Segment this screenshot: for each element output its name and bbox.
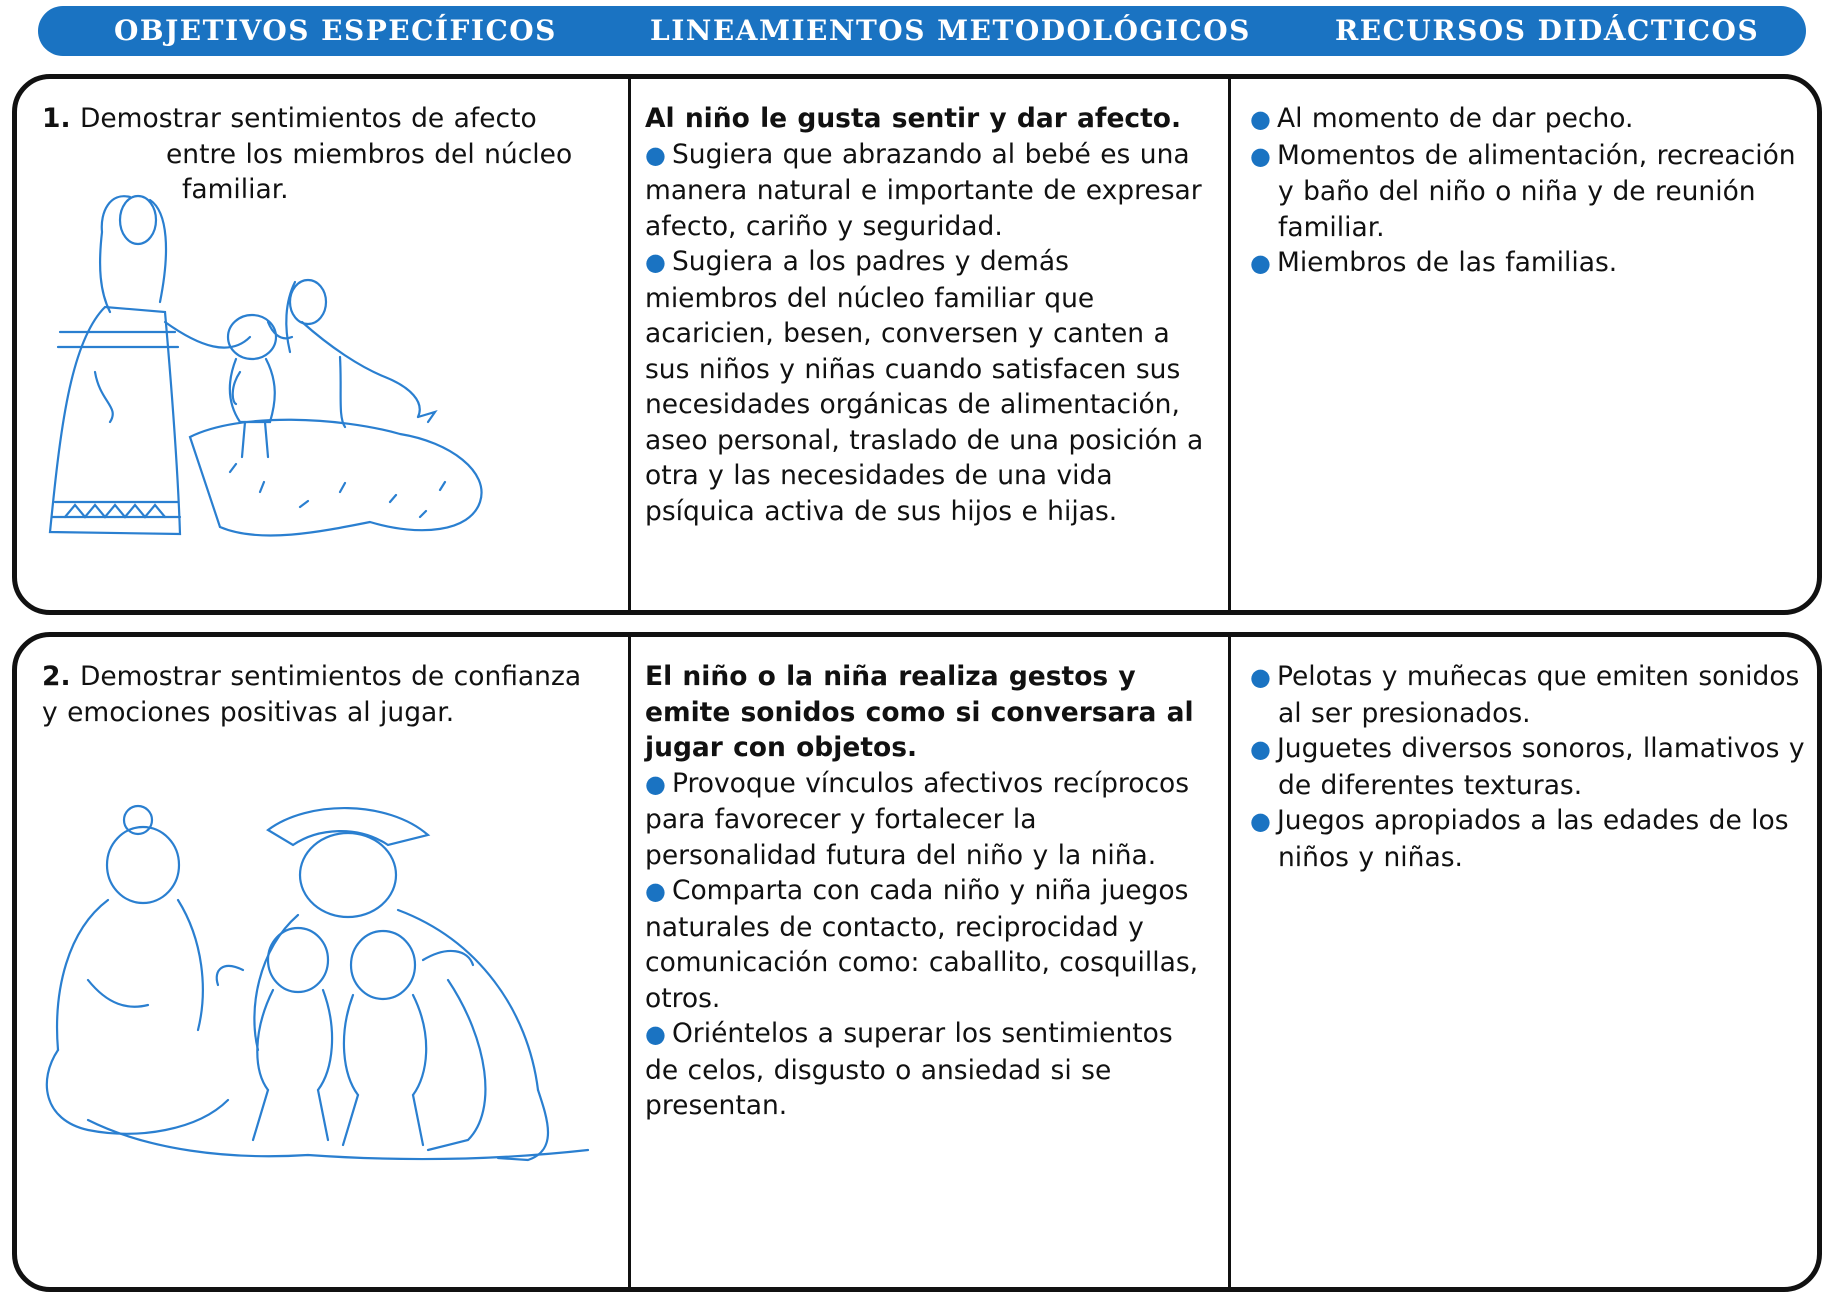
methodology-2: El niño o la niña realiza gestos y emite… xyxy=(645,659,1205,1124)
methodology-bullet: Oriéntelos a superar los sentimientos de… xyxy=(645,1018,1173,1121)
header-recursos: RECURSOS DIDÁCTICOS xyxy=(1335,14,1760,47)
objective-text: entre los miembros del núcleo xyxy=(166,138,573,170)
objective-2: 2. Demostrar sentimientos de confianza y… xyxy=(42,659,602,730)
column-divider xyxy=(628,79,631,610)
bullet-dot-icon: ● xyxy=(645,769,666,798)
bullet-dot-icon: ● xyxy=(645,877,666,905)
header-objetivos: OBJETIVOS ESPECÍFICOS xyxy=(114,14,557,47)
bullet-dot-icon: ● xyxy=(1250,735,1271,763)
methodology-title: Al niño le gusta sentir y dar afecto. xyxy=(645,103,1182,134)
family-affection-illustration xyxy=(40,172,500,572)
objective-text: Demostrar sentimientos de confianza y em… xyxy=(42,661,582,728)
objective-number: 1. xyxy=(42,103,71,134)
bullet-dot-icon: ● xyxy=(1250,663,1271,691)
bullet-dot-icon: ● xyxy=(1250,105,1271,133)
methodology-title: El niño o la niña realiza gestos y emite… xyxy=(645,661,1194,763)
resource-item: Al momento de dar pecho. xyxy=(1276,103,1634,134)
resource-item: Pelotas y muñecas que emiten sonidos al … xyxy=(1276,661,1800,729)
bullet-dot-icon: ● xyxy=(645,140,666,169)
resources-1: ●Al momento de dar pecho. ●Momentos de a… xyxy=(1250,101,1805,282)
resource-item: Miembros de las familias. xyxy=(1276,247,1618,278)
family-playing-illustration xyxy=(28,790,618,1180)
objective-number: 2. xyxy=(42,661,71,692)
column-divider xyxy=(628,637,631,1287)
methodology-bullet: Provoque vínculos afectivos recíprocos p… xyxy=(645,767,1190,871)
resource-item: Momentos de alimentación, recreación y b… xyxy=(1276,139,1796,243)
bullet-dot-icon: ● xyxy=(645,1020,666,1048)
methodology-bullet: Comparta con cada niño y niña juegos nat… xyxy=(645,875,1199,1014)
methodology-bullet: Sugiera que abrazando al bebé es una man… xyxy=(645,138,1202,242)
bullet-dot-icon: ● xyxy=(1250,249,1271,277)
bullet-dot-icon: ● xyxy=(1250,807,1271,835)
header-lineamientos: LINEAMIENTOS METODOLÓGICOS xyxy=(650,14,1251,47)
methodology-bullet: Sugiera a los padres y demás miembros de… xyxy=(645,246,1204,527)
column-header-bar: OBJETIVOS ESPECÍFICOS LINEAMIENTOS METOD… xyxy=(38,6,1806,56)
resources-2: ●Pelotas y muñecas que emiten sonidos al… xyxy=(1250,659,1805,875)
bullet-dot-icon: ● xyxy=(645,248,666,276)
column-divider xyxy=(1228,637,1231,1287)
objective-text: Demostrar sentimientos de afecto xyxy=(79,103,537,134)
row-panel-1 xyxy=(12,74,1822,615)
resource-item: Juguetes diversos sonoros, llamativos y … xyxy=(1276,733,1805,801)
resource-item: Juegos apropiados a las edades de los ni… xyxy=(1276,805,1789,873)
column-divider xyxy=(1228,79,1231,610)
objective-1: 1. Demostrar sentimientos de afecto entr… xyxy=(42,101,602,208)
bullet-dot-icon: ● xyxy=(1250,141,1271,170)
methodology-1: Al niño le gusta sentir y dar afecto. ●S… xyxy=(645,101,1205,529)
objective-text: familiar. xyxy=(182,174,289,205)
